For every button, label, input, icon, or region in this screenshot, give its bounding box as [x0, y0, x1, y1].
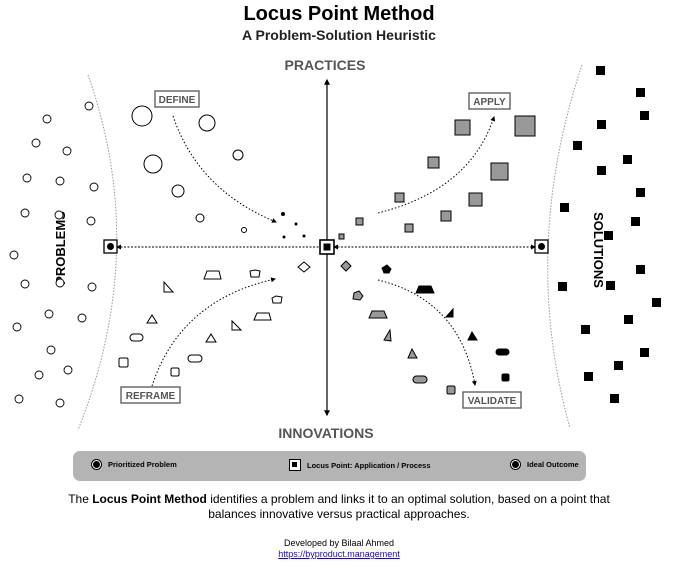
validate-arrow: [377, 279, 477, 386]
description-method-name: Locus Point Method: [92, 492, 207, 506]
ideal-outcome-icon: [510, 459, 521, 470]
reframe-arrow: [151, 277, 276, 387]
define-label: DEFINE: [159, 95, 196, 106]
define-circles: [131, 105, 306, 239]
ideal-outcome-marker: [534, 239, 549, 254]
website-link[interactable]: https://byproduct.management: [278, 549, 400, 559]
validate-shapes: [340, 260, 510, 395]
description-text: The Locus Point Method identifies a prob…: [60, 492, 618, 522]
legend-prioritized-problem: Prioritized Problem: [91, 459, 177, 470]
solution-boundary-curve: [547, 64, 583, 429]
define-box: DEFINE: [154, 90, 200, 108]
page-subtitle: A Problem-Solution Heuristic: [242, 27, 436, 43]
prioritized-problem-icon: [91, 459, 102, 470]
problems-label: PROBLEMS: [53, 211, 68, 285]
apply-label: APPLY: [473, 97, 506, 108]
description-prefix: The: [68, 492, 93, 506]
reframe-box: REFRAME: [120, 386, 181, 404]
solution-squares: [558, 66, 661, 403]
apply-box: APPLY: [468, 92, 511, 110]
reframe-label: REFRAME: [126, 391, 176, 402]
validate-label: VALIDATE: [468, 396, 517, 407]
apply-squares: [338, 115, 536, 240]
legend-ideal-outcome: Ideal Outcome: [510, 459, 579, 470]
apply-arrow: [377, 116, 496, 214]
solutions-label: SOLUTIONS: [591, 212, 606, 288]
legend-locus-point: Locus Point: Application / Process: [289, 459, 431, 471]
define-arrow: [172, 115, 277, 223]
credit-text: Developed by Bilaal Ahmed: [283, 538, 395, 548]
locus-point-marker: [319, 239, 335, 255]
practices-label: PRACTICES: [285, 57, 366, 73]
reframe-shapes: [118, 261, 311, 377]
locus-point-icon: [289, 459, 301, 471]
prioritized-problem-marker: [103, 239, 118, 254]
legend-ideal-outcome-label: Ideal Outcome: [527, 460, 579, 469]
problem-circles: [9, 101, 99, 408]
description-body: identifies a problem and links it to an …: [206, 492, 610, 521]
legend-locus-point-label: Locus Point: Application / Process: [307, 460, 431, 470]
innovations-label: INNOVATIONS: [278, 425, 373, 441]
validate-box: VALIDATE: [462, 391, 522, 409]
link-container: https://byproduct.management: [0, 549, 678, 559]
legend-prioritized-problem-label: Prioritized Problem: [108, 460, 177, 469]
legend-bar: Prioritized Problem Locus Point: Applica…: [73, 451, 586, 481]
problem-boundary-curve: [77, 74, 118, 431]
page-title: Locus Point Method: [243, 3, 435, 25]
locus-point-diagram: PRACTICES INNOVATIONS PROBLEMS SOLUTIONS: [9, 57, 661, 441]
